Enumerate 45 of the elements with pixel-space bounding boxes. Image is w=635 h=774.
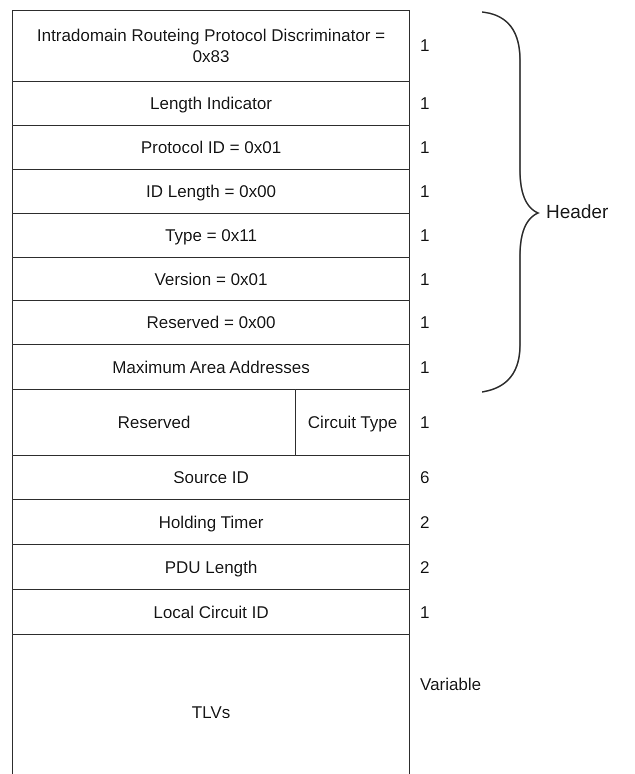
- field-cell: [12, 500, 410, 545]
- field-cell: [12, 126, 410, 170]
- field-name: Version = 0x01: [154, 268, 268, 290]
- brace-label: Header: [546, 202, 608, 224]
- field-size: 1: [420, 313, 430, 333]
- field-cell: [12, 301, 410, 345]
- field-name: Maximum Area Addresses: [111, 356, 311, 378]
- field-size: 1: [420, 182, 430, 202]
- field-size: 2: [420, 558, 430, 578]
- field-size: 1: [420, 94, 430, 114]
- field-cell: [12, 214, 410, 258]
- field-name: Reserved: [116, 412, 192, 433]
- field-size: 1: [420, 358, 430, 378]
- field-name: Source ID: [172, 467, 250, 488]
- field-name: Local Circuit ID: [152, 602, 270, 622]
- field-cell: [12, 456, 410, 500]
- field-size: 1: [420, 138, 430, 158]
- field-size: 1: [420, 413, 430, 433]
- field-cell: [12, 10, 410, 82]
- field-name: Reserved = 0x00: [146, 312, 276, 333]
- field-name: Protocol ID = 0x01: [140, 137, 282, 158]
- field-size: 1: [420, 602, 430, 622]
- field-cell: [12, 345, 410, 390]
- field-size: Variable: [420, 675, 482, 695]
- field-cell: [12, 590, 410, 635]
- field-cell: [12, 390, 296, 456]
- field-size: 1: [420, 36, 430, 56]
- field-size: 1: [420, 226, 430, 246]
- field-cell: [12, 170, 410, 214]
- field-cell: [12, 635, 410, 774]
- field-name: TLVs: [190, 702, 232, 722]
- field-name: Holding Timer: [158, 512, 264, 532]
- field-cell: [12, 82, 410, 126]
- field-name: Circuit Type: [306, 412, 398, 433]
- field-size: 1: [420, 270, 430, 290]
- field-name: ID Length = 0x00: [145, 181, 277, 202]
- field-cell: [296, 390, 410, 456]
- field-size: 2: [420, 512, 430, 532]
- field-name: PDU Length: [164, 556, 258, 578]
- field-cell: [12, 258, 410, 301]
- field-cell: [12, 545, 410, 590]
- field-size: 6: [420, 468, 430, 488]
- field-name: Type = 0x11: [164, 225, 258, 246]
- field-name: Length Indicator: [149, 93, 273, 114]
- field-name: Intradomain Routeing Protocol Discriminator = 0x83: [36, 25, 386, 67]
